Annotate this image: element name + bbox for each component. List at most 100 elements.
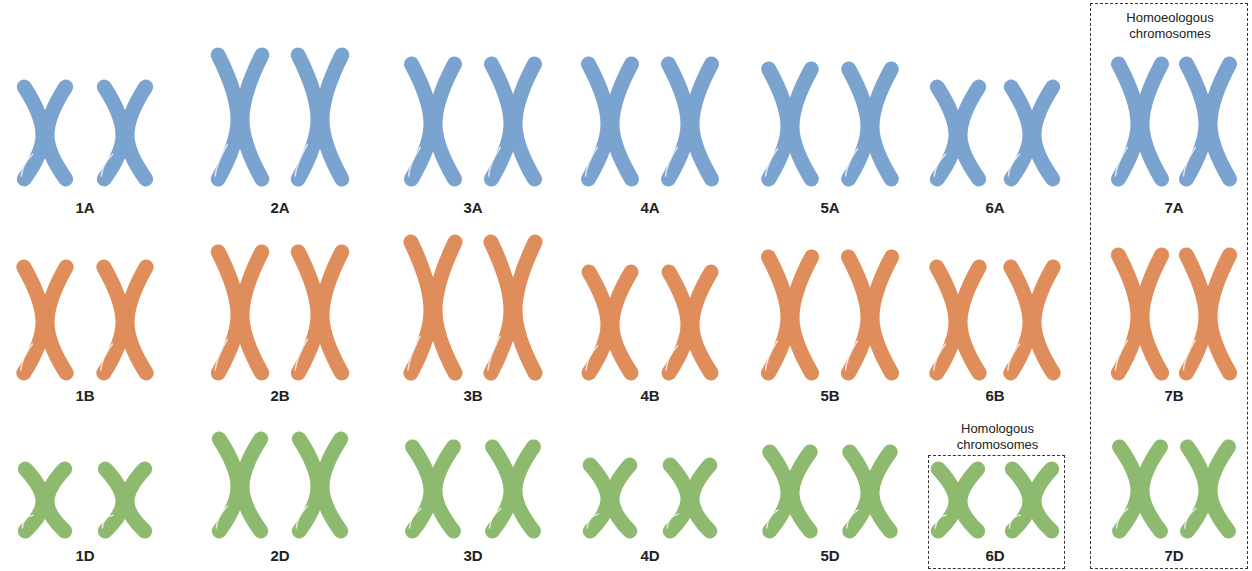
chromosome-shape xyxy=(1117,447,1161,531)
chromatid-highlight xyxy=(21,344,33,370)
chromatid xyxy=(1142,447,1160,531)
chromatid xyxy=(1034,87,1053,179)
chromatid xyxy=(1210,447,1228,531)
chromatid xyxy=(47,469,65,531)
chromatid-highlight xyxy=(586,346,598,371)
chromatid xyxy=(322,252,342,373)
chromatid-highlight xyxy=(1115,147,1127,176)
chromatid xyxy=(515,242,535,373)
chromatid-highlight xyxy=(1115,340,1127,370)
chromatid xyxy=(435,242,455,373)
chromatid xyxy=(1210,255,1230,373)
chromatid xyxy=(515,447,533,531)
chromosome-shape xyxy=(408,242,455,373)
chromatid-highlight xyxy=(934,344,946,370)
dashed-group-box: Homoeologous chromosomes xyxy=(1090,3,1248,569)
chromosome-shape xyxy=(1008,87,1052,179)
chromatid xyxy=(1034,267,1053,373)
chromatid xyxy=(792,452,810,531)
chromatid xyxy=(960,469,978,531)
chromosome-shape xyxy=(934,267,979,373)
chromosome-label: 6B xyxy=(985,387,1004,404)
chromosome-shape xyxy=(1115,255,1161,373)
chromatid-highlight xyxy=(101,344,113,370)
chromatid-highlight xyxy=(215,340,227,371)
chromatid xyxy=(47,267,66,373)
chromosome-shape xyxy=(1183,64,1229,179)
chromatid xyxy=(612,64,632,179)
chromosome-label: 6D xyxy=(985,547,1004,564)
chromatid-highlight xyxy=(667,514,678,528)
chromosome-shape xyxy=(935,469,977,531)
chromatid-highlight xyxy=(1008,344,1020,370)
chromatid-highlight xyxy=(1183,147,1195,176)
chromosome-shape xyxy=(102,469,144,531)
chromatid xyxy=(242,439,261,531)
chromosome-label: 1A xyxy=(75,199,94,216)
chromatid-highlight xyxy=(767,510,778,528)
chromosome-shape xyxy=(1185,447,1229,531)
chromosome-shape xyxy=(295,55,342,179)
chromatid-highlight xyxy=(408,147,420,176)
chromatid-highlight xyxy=(935,515,946,528)
chromatid-highlight xyxy=(765,341,777,370)
chromatid xyxy=(872,452,890,531)
chromatid-highlight xyxy=(587,514,598,528)
chromatid xyxy=(872,69,891,179)
chromatid xyxy=(435,447,453,531)
chromosome-shape xyxy=(22,469,64,531)
chromosome-shape xyxy=(934,87,978,179)
chromatid xyxy=(692,272,711,373)
chromatid-highlight xyxy=(21,154,32,176)
chromatid-highlight xyxy=(296,506,307,528)
group-heading: Homologous chromosomes xyxy=(939,421,1056,453)
chromatid-highlight xyxy=(934,154,945,176)
chromatid xyxy=(435,64,455,179)
group-heading: Homoeologous chromosomes xyxy=(1101,10,1239,42)
chromatid xyxy=(127,469,145,531)
chromatid-highlight xyxy=(488,337,500,371)
chromosome-label: 4D xyxy=(640,547,659,564)
chromosome-shape xyxy=(1009,469,1051,531)
chromatid xyxy=(242,252,262,373)
chromosome-shape xyxy=(490,447,534,531)
chromatid-highlight xyxy=(295,145,307,176)
chromosome-label: 1D xyxy=(75,547,94,564)
chromatid-highlight xyxy=(101,154,112,176)
chromatid-highlight xyxy=(1183,340,1195,370)
chromatid xyxy=(612,272,631,373)
chromatid-highlight xyxy=(847,510,858,528)
chromosome-label: 2D xyxy=(270,547,289,564)
chromatid xyxy=(242,55,262,179)
chromosome-label: 5B xyxy=(820,387,839,404)
chromosome-shape xyxy=(1115,64,1161,179)
chromosome-shape xyxy=(766,69,812,179)
chromosome-shape xyxy=(21,267,66,373)
chromatid xyxy=(322,55,342,179)
chromatid-highlight xyxy=(665,147,677,176)
chromosome-shape xyxy=(1008,267,1053,373)
chromatid xyxy=(322,439,341,531)
chromosome-shape xyxy=(101,87,145,179)
chromosome-shape xyxy=(215,252,261,373)
chromosome-shape xyxy=(296,439,340,531)
chromosome-label: 7A xyxy=(1164,199,1183,216)
chromatid-highlight xyxy=(22,515,33,528)
chromosome-label: 5D xyxy=(820,547,839,564)
chromatid xyxy=(792,69,811,179)
chromosome-shape xyxy=(216,439,260,531)
chromatid xyxy=(127,267,146,373)
chromosome-label: 4B xyxy=(640,387,659,404)
chromatid-highlight xyxy=(766,149,778,176)
chromatid-highlight xyxy=(102,515,113,528)
chromosome-label: 7D xyxy=(1164,547,1183,564)
chromatid xyxy=(1034,469,1052,531)
chromosome-shape xyxy=(488,242,535,373)
chromatid-highlight xyxy=(408,337,420,371)
chromatid xyxy=(515,64,535,179)
chromosome-label: 5A xyxy=(820,199,839,216)
chromosome-shape xyxy=(666,272,711,373)
chromatid xyxy=(612,465,630,531)
chromatid-highlight xyxy=(585,147,597,176)
